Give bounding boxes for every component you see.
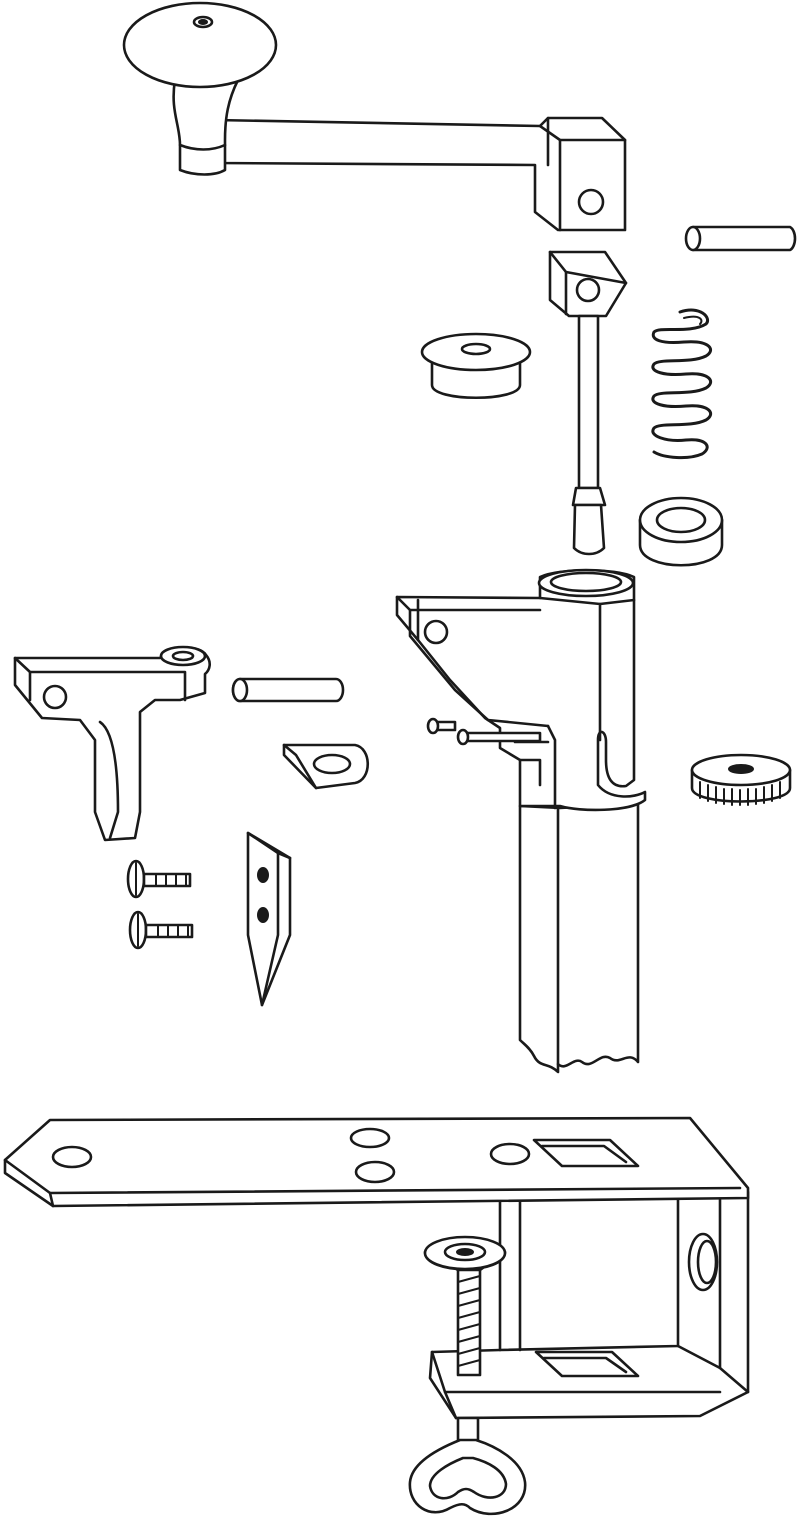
crank-collar — [548, 250, 628, 318]
ring-washer — [638, 496, 724, 567]
spring — [651, 308, 712, 460]
connecting-pin — [684, 225, 797, 252]
cutter-lever-arm — [13, 645, 211, 842]
main-body-column — [395, 568, 647, 1074]
knurled-nut — [690, 753, 792, 806]
short-pin — [231, 677, 345, 703]
clamp-screw — [408, 1235, 527, 1516]
crank-handle — [122, 1, 627, 232]
mounting-bracket — [3, 1116, 750, 1420]
screw — [126, 859, 192, 899]
cap-bushing — [420, 332, 532, 400]
drive-shaft — [571, 314, 607, 556]
screw — [128, 910, 194, 950]
cutting-blade — [246, 831, 292, 1007]
lock-plate — [282, 743, 369, 790]
